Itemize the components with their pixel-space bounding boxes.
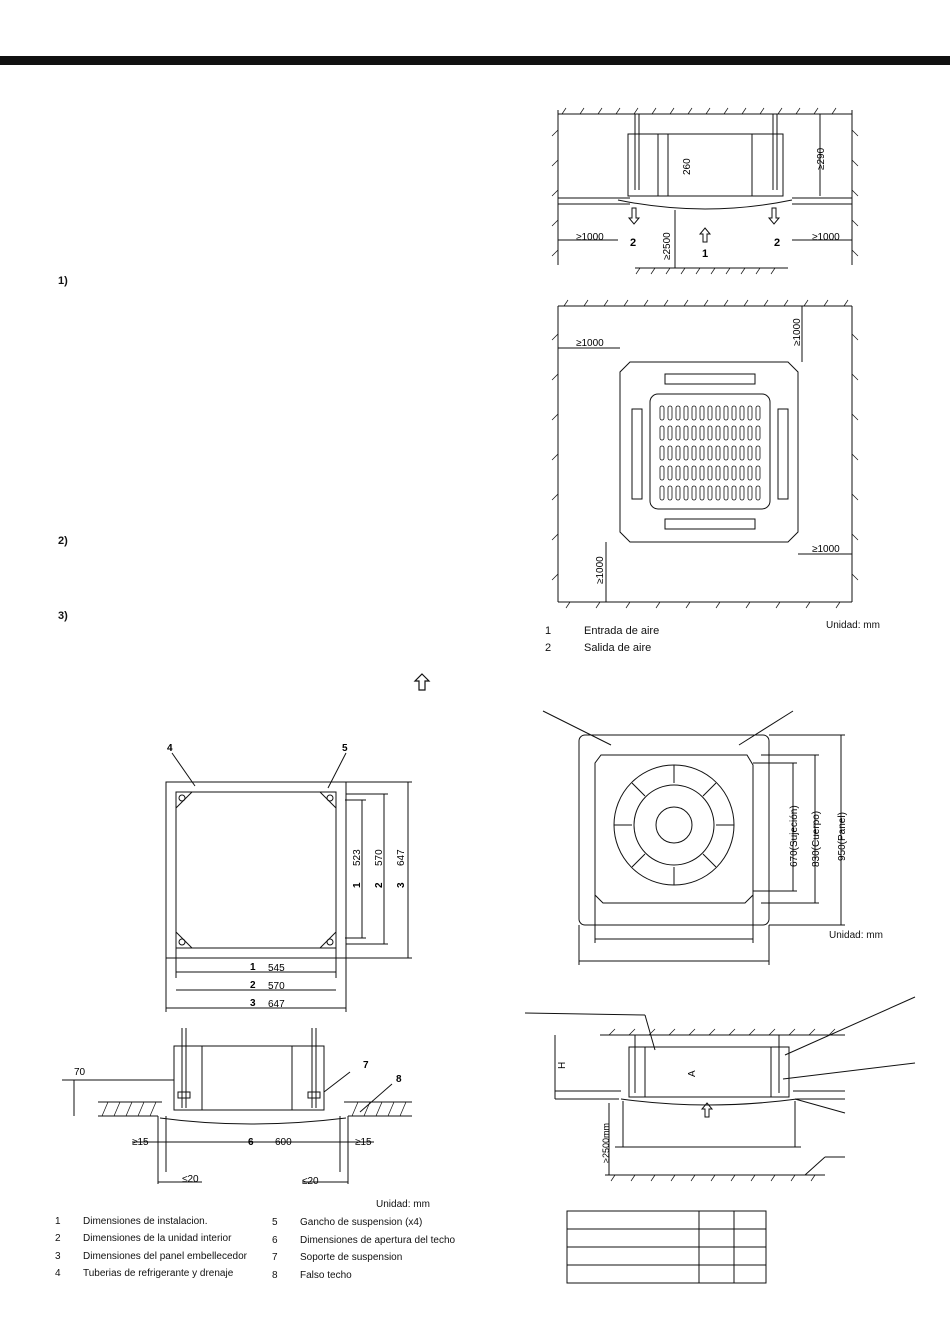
- opening-600: 600: [275, 1137, 292, 1148]
- header-bar: [0, 56, 950, 65]
- h-dim-num-2: 2: [250, 980, 256, 991]
- up-arrow-icon: [413, 673, 431, 691]
- callout-8: 8: [396, 1074, 402, 1085]
- installation-dimensions-diagram: 4 5 1 523 2 570 3 647 1 545 2 570 3 647: [165, 743, 412, 1012]
- height-floor-dim: ≥2500mm: [601, 1123, 611, 1163]
- dim-670-holding: 670(Sujeción): [789, 805, 800, 867]
- unit-label-install: Unidad: mm: [376, 1199, 430, 1210]
- h-dim-647: 647: [268, 999, 285, 1010]
- v-dim-num-3: 3: [396, 882, 407, 888]
- label-inlet: 1: [702, 248, 708, 260]
- v-dim-647: 647: [396, 849, 407, 866]
- h-dim-545: 545: [268, 963, 285, 974]
- unit-label-panel: Unidad: mm: [829, 930, 883, 941]
- dim-830-body: 830(Cuerpo): [811, 811, 822, 867]
- step-2-label: 2): [58, 535, 68, 547]
- gap-right: ≥15: [355, 1137, 372, 1148]
- dim-left: ≥1000: [576, 232, 604, 243]
- plan-dim-right: ≥1000: [812, 544, 840, 555]
- label-outlet-right: 2: [774, 237, 780, 249]
- dim-floor: ≥2500: [662, 232, 673, 260]
- plan-dim-left: ≥1000: [576, 338, 604, 349]
- gap-left: ≥15: [132, 1137, 149, 1148]
- step-1-label: 1): [58, 275, 68, 287]
- v-dim-570: 570: [374, 849, 385, 866]
- lip-left: ≤20: [182, 1174, 199, 1185]
- v-dim-num-1: 1: [352, 882, 363, 888]
- dim-290: ≥290: [816, 147, 827, 170]
- height-section-diagram: H A ≥2500mm: [525, 996, 916, 1182]
- dim-950-panel: 950(Panel): [837, 812, 848, 861]
- v-dim-523: 523: [352, 849, 363, 866]
- height-h-label: H: [557, 1062, 568, 1069]
- unit-label-air: Unidad: mm: [826, 620, 880, 631]
- ceiling-section-diagram: 70 7 8 ≥15 6 600 ≥15 ≤20 ≤20: [62, 1028, 412, 1187]
- plan-dim-top: ≥1000: [792, 318, 803, 346]
- opening-num: 6: [248, 1137, 254, 1148]
- label-outlet-left: 2: [630, 237, 636, 249]
- callout-7: 7: [363, 1060, 369, 1071]
- step-3-label: 3): [58, 610, 68, 622]
- side-clearance-diagram: 260 ≥290 ≥1000 ≥1000 ≥2500 2 2 1: [551, 107, 859, 275]
- dim-260: 260: [682, 158, 693, 175]
- h-dim-num-1: 1: [250, 962, 256, 973]
- dim-70: 70: [74, 1067, 86, 1078]
- v-dim-num-2: 2: [374, 882, 385, 888]
- plan-dim-bottom: ≥1000: [595, 556, 606, 584]
- plan-clearance-diagram: ≥1000 ≥1000 ≥1000 ≥1000: [551, 299, 859, 609]
- height-a-label: A: [687, 1070, 698, 1077]
- callout-4: 4: [167, 743, 173, 754]
- panel-underside-diagram: 670(Sujeción) 830(Cuerpo) 950(Panel): [542, 710, 848, 965]
- h-dim-num-3: 3: [250, 998, 256, 1009]
- dim-right: ≥1000: [812, 232, 840, 243]
- blank-spec-table: [566, 1210, 767, 1284]
- h-dim-570: 570: [268, 981, 285, 992]
- callout-5: 5: [342, 743, 348, 754]
- lip-right: ≤20: [302, 1176, 319, 1187]
